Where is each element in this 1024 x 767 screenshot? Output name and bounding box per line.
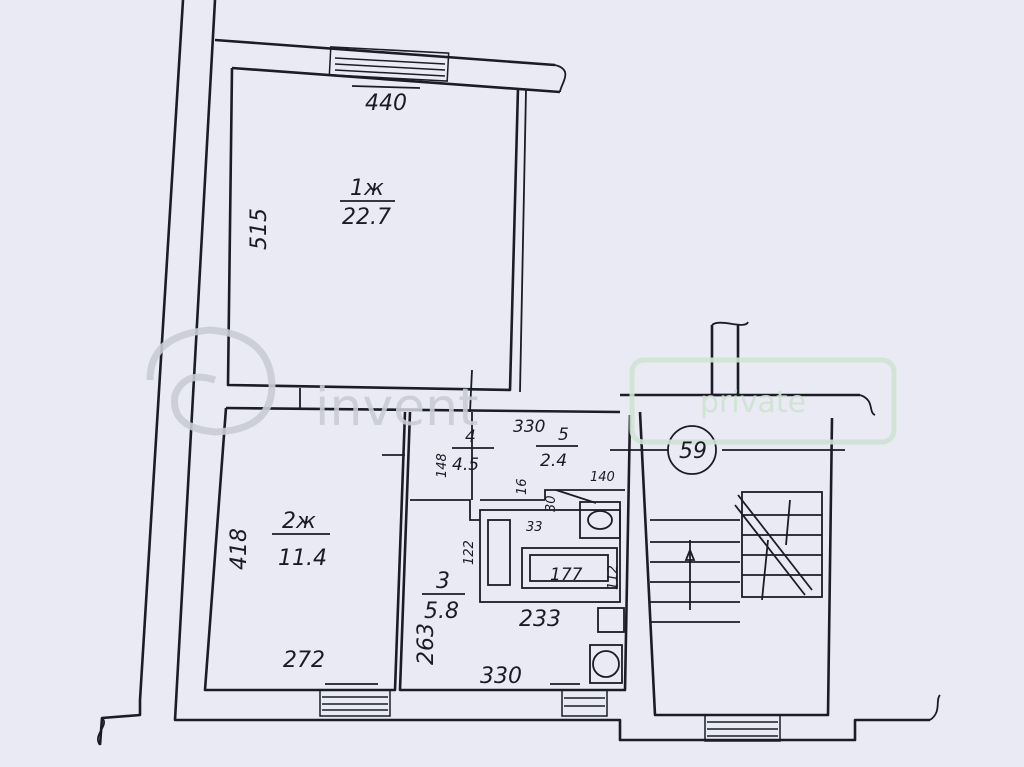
dim-16: 16 [515,478,530,495]
dim-440: 440 [365,91,407,116]
dim-122: 122 [462,540,477,565]
room-labels: 1ж 22.7 2ж 11.4 3 5.8 4 4.5 5 2.4 [272,176,578,624]
watermark-tag-box [629,357,897,445]
dim-30: 30 [544,495,559,512]
room-2-outline [203,407,407,717]
dim-33: 33 [526,520,543,535]
dim-233: 233 [519,607,561,632]
room-4-area: 4.5 [452,455,479,475]
dim-112: 112 [606,565,621,590]
middle-wall-band [225,369,621,456]
service-rooms-outline [398,411,632,717]
watermark: invent private [146,326,897,445]
room-1-area: 22.7 [342,205,391,230]
dim-330-top: 330 [513,417,545,437]
dim-272: 272 [283,648,325,673]
exterior-walls [97,0,941,746]
room-3-area: 5.8 [424,599,459,624]
dim-263: 263 [414,623,439,665]
dim-515: 515 [247,208,272,250]
dim-148: 148 [435,453,450,478]
watermark-tag: private [700,385,806,420]
dim-177: 177 [550,565,583,585]
dim-330-bottom: 330 [480,664,522,689]
room-2-area: 11.4 [278,546,327,571]
apartment-number: 59 [679,439,707,464]
watermark-brand: invent [315,378,479,438]
room-1-number: 1ж [350,176,384,201]
room-5-number: 5 [558,425,569,445]
dim-418: 418 [227,528,252,570]
room-1-outline [226,46,527,393]
room-2-number: 2ж [282,509,316,534]
room-5-area: 2.4 [540,451,567,471]
room-3-number: 3 [436,569,450,594]
apartment-number-circle [667,425,717,475]
room-4-number: 4 [465,427,476,447]
watermark-logo-icon [146,326,276,436]
dimension-labels: 440 515 418 272 263 233 330 330 148 122 … [227,85,621,689]
dim-140: 140 [590,470,615,485]
